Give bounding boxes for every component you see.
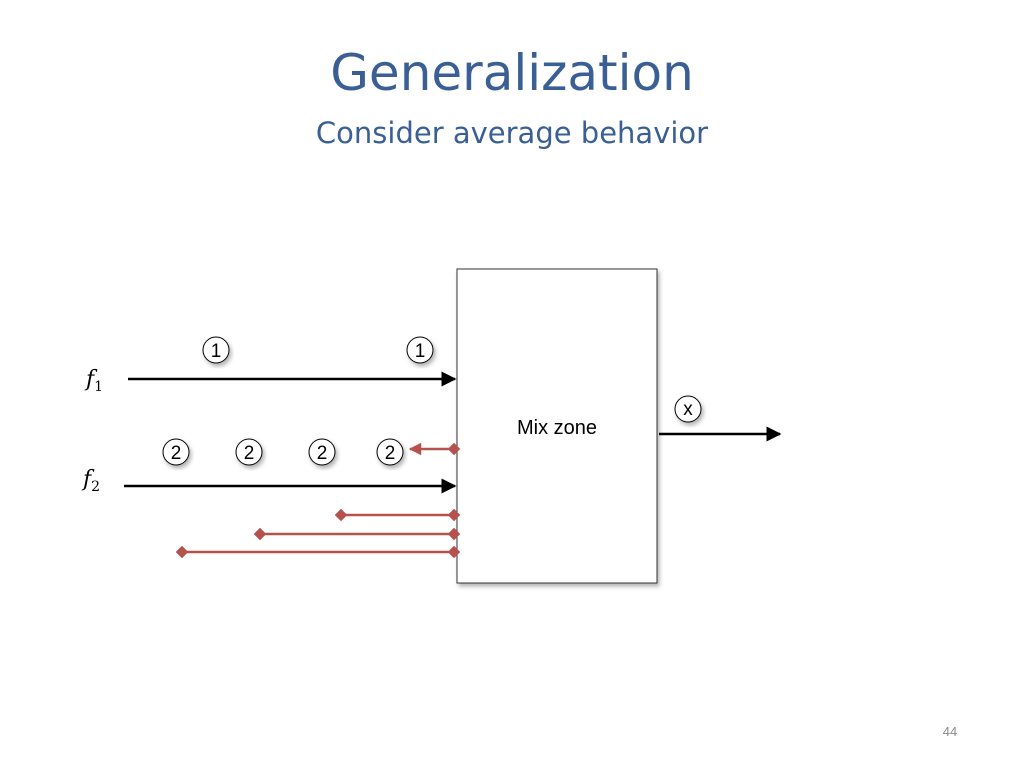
flow-1-marker — [202, 336, 230, 364]
flow-2-label: f2 — [81, 467, 100, 495]
flow-2-marker — [308, 438, 336, 466]
flow-1-marker-label: 1 — [415, 341, 426, 362]
flow-2-marker-label: 2 — [385, 443, 396, 464]
slide-subtitle: Consider average behavior — [315, 116, 709, 150]
slide-title: Generalization — [330, 44, 694, 102]
flow-2-marker — [162, 438, 190, 466]
flow-1-label: f1 — [84, 367, 103, 395]
flow-2-marker-label: 2 — [317, 443, 328, 464]
flow-2-marker-label: 2 — [171, 443, 182, 464]
mix-zone-label: Mix zone — [517, 417, 597, 439]
output-marker-label: x — [683, 399, 693, 420]
flow-2-marker — [235, 438, 263, 466]
flow-2-marker-label: 2 — [244, 443, 255, 464]
output-marker — [674, 395, 702, 423]
mix-zone-box: Mix zone — [456, 268, 658, 584]
flow-2-marker — [376, 438, 404, 466]
flow-1-marker — [406, 336, 434, 364]
page-number: 44 — [942, 724, 958, 739]
flow-1-marker-label: 1 — [211, 341, 222, 362]
